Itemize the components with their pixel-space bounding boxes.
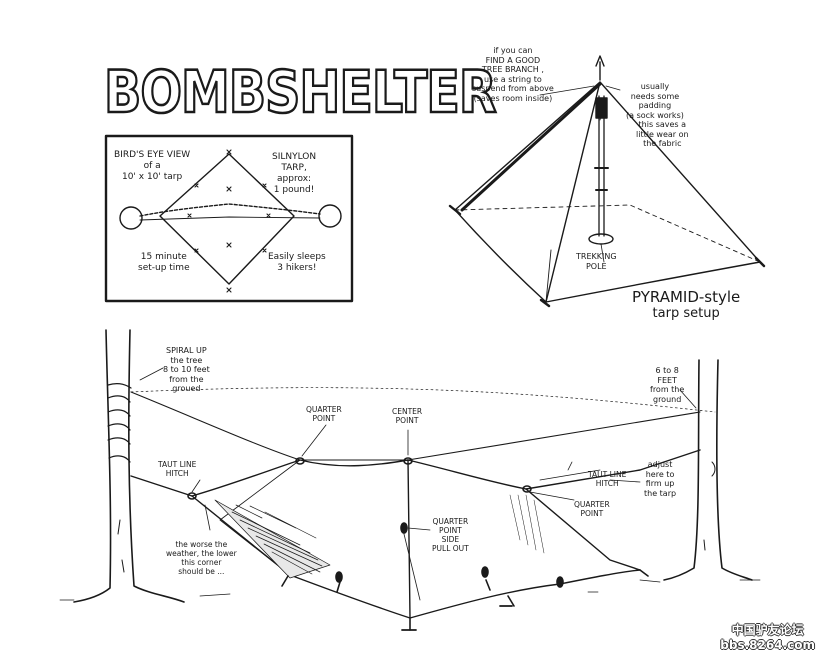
tree-left-trunk-r [128,329,185,603]
ridgeline-dotted [139,203,321,217]
site-watermark: 中国驴友论坛 bbs.8264.com [720,623,815,653]
spiral-up-note: SPIRAL UP the tree 8 to 10 feet from the… [163,346,210,393]
weather-note: the worse the weather, the lower this co… [166,540,237,576]
tree-left-trunk-l [73,329,112,603]
birdseye-frame [104,134,354,303]
fabric-wear-note: this saves a little wear on the fabric [636,120,689,148]
stake-heads [401,605,513,631]
center-seam [407,459,411,619]
side-pull-out-label: QUARTER POINT SIDE PULL OUT [432,517,469,553]
tarp-outline-diamond [159,153,295,285]
taut-line-hitch-right: TAUT LINE HITCH [588,470,627,488]
pyramid-style-line: PYRAMID-style [632,288,741,306]
hidden-back-edge [454,204,761,263]
tarp-bottom-hem [191,495,641,619]
birdseye-diagram [104,134,354,303]
pole-joints [594,167,609,191]
tree-circle-right [318,204,342,228]
tie-out-points [187,457,564,588]
tree-right-trunk-l [663,359,700,581]
ridgeline-dotted-ring [130,387,716,413]
right-panel-texture [509,494,545,554]
edge-shadow [460,82,602,212]
corner-stakes [448,204,766,308]
bark-marks-left [117,519,125,573]
birdseye-view-label: BIRD'S EYE VIEW of a 10' x 10' tarp [114,150,191,182]
right-edge [525,488,641,571]
ground-marks [59,579,761,601]
spiral-wrap [107,382,132,463]
quarter-point-top-label: QUARTER POINT [306,405,342,423]
sleeps-label: Easily sleeps 3 hikers! [268,252,326,273]
center-point-label: CENTER POINT [392,407,423,425]
pyramid-style-label: PYRAMID-style tarp setup [632,288,740,322]
tarp-edges [454,81,761,303]
stake-marks [187,149,271,293]
tarp-top-edge [191,459,527,497]
quarter-point-right-label: QUARTER POINT [574,500,610,518]
tree-right-trunk-r [716,359,753,581]
tarp-hem [454,209,761,303]
setup-time-label: 15 minute set-up time [138,252,190,273]
guyline-left [130,475,193,497]
height-note: 6 to 8 FEET from the ground [650,366,685,404]
tree-circle-left [119,206,143,230]
ground-stakes [281,569,649,631]
shadow-hatching [214,499,331,579]
pole-padding [595,97,608,119]
trekking-pole-label: TREKKING POLE [576,252,617,271]
watermark-line-2: bbs.8264.com [720,638,815,652]
pyramid-tarp-drawing [448,55,766,308]
silnylon-tarp-label: SILNYLON TARP, approx: 1 pound! [272,152,317,195]
bombshelter-title: BOMBSHELTER [103,58,498,128]
adjust-note: adjust here to firm up the tarp [644,460,677,498]
trekking-pole [598,95,605,237]
ridgeline [139,216,321,221]
bark-marks-right [703,461,716,551]
ridgeline-main [130,391,701,461]
main-shelter-drawing [59,85,761,631]
tarp-setup-line: tarp setup [652,306,720,321]
pole-base [588,233,614,245]
arrow-up-icon [595,55,605,67]
side-pullout-line [403,533,421,601]
callout-leaders [139,85,697,531]
watermark-line-1: 中国驴友论坛 [731,623,804,637]
padding-note: usually needs some padding (a sock works… [626,82,684,120]
tree-branch-note: if you can FIND A GOOD TREE BRANCH , use… [472,46,554,103]
taut-line-hitch-left: TAUT LINE HITCH [158,460,197,478]
panel-seam [545,249,552,303]
guyline-right [525,449,701,490]
